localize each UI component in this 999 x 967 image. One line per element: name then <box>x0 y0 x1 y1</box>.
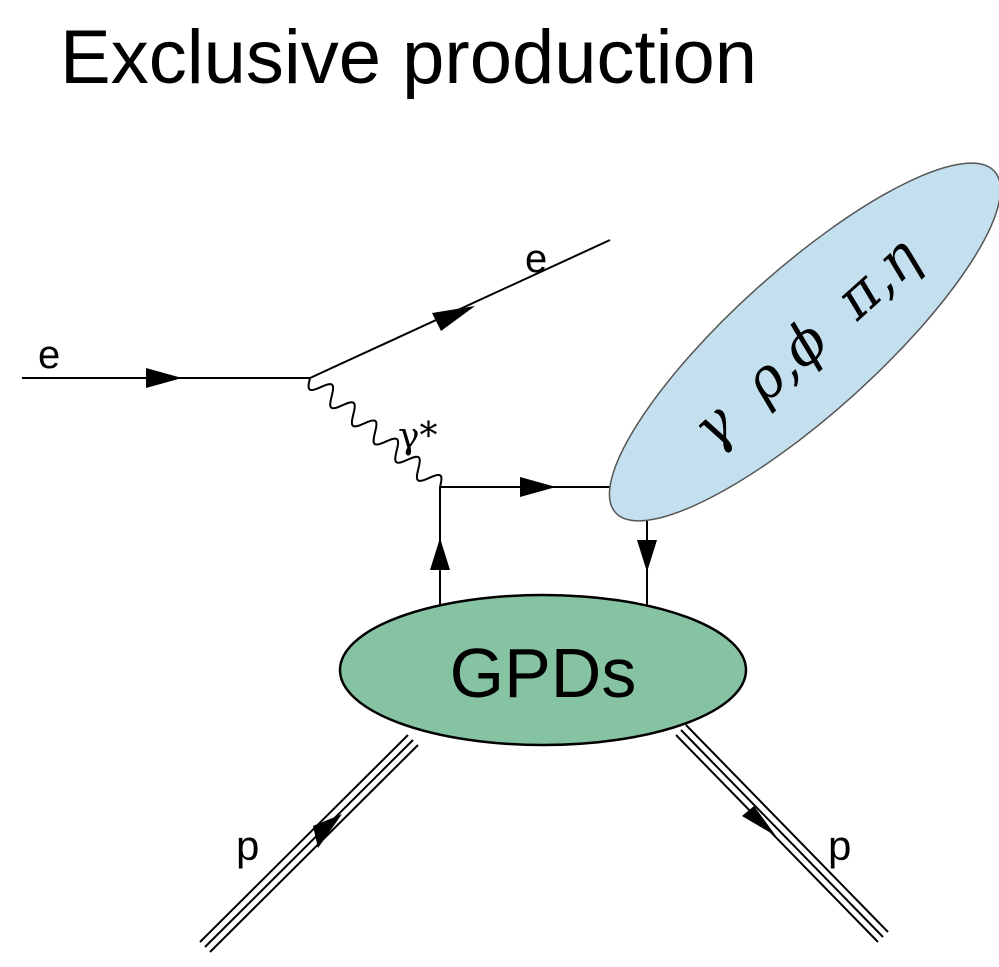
page-title: Exclusive production <box>60 15 758 100</box>
outgoing-proton-label: p <box>828 822 851 869</box>
incoming-proton-line <box>199 734 419 953</box>
quark-line-top <box>440 477 610 497</box>
outgoing-electron-line <box>309 239 611 379</box>
virtual-photon-label: γ* <box>398 416 438 457</box>
gpd-blob-label: GPDs <box>450 634 637 712</box>
incoming-electron-line <box>22 368 310 388</box>
outgoing-electron-label: e <box>525 237 547 281</box>
incoming-proton-label: p <box>236 822 259 869</box>
outgoing-proton-line <box>675 724 889 943</box>
virtual-photon-line <box>307 377 443 488</box>
gpd-blob <box>338 593 748 747</box>
final-state-blob <box>608 162 999 522</box>
incoming-electron-label: e <box>38 333 60 377</box>
quark-line-left <box>430 487 450 605</box>
